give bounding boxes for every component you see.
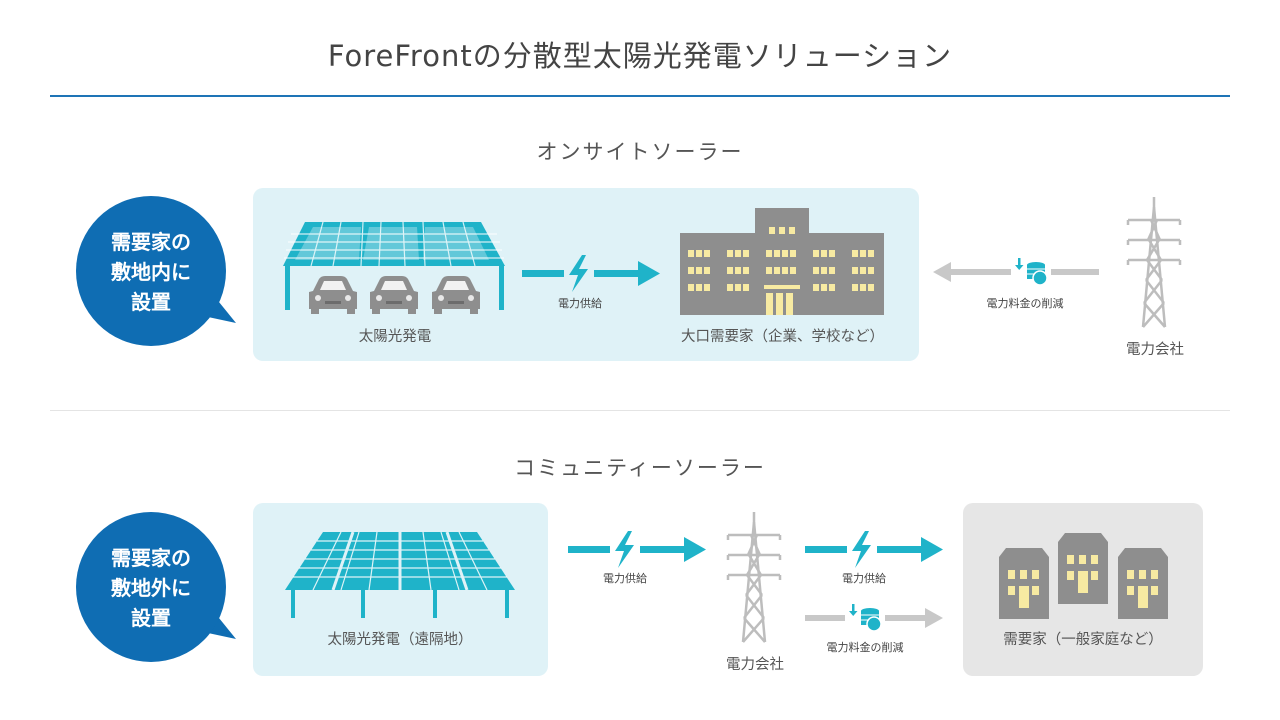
reduction-arrow bbox=[933, 257, 1099, 287]
car-icon bbox=[432, 276, 480, 314]
onsite-reduction-label: 電力料金の削減 bbox=[986, 297, 1064, 310]
bubble-line: 需要家の bbox=[111, 546, 191, 570]
solar-carport-icon bbox=[283, 221, 505, 310]
power-tower-icon bbox=[726, 512, 782, 643]
speech-bubble-icon bbox=[76, 512, 236, 662]
coin-stack-icon bbox=[849, 604, 882, 632]
supply-arrow bbox=[522, 252, 660, 295]
house-icon bbox=[1118, 548, 1168, 619]
house-icon bbox=[999, 548, 1049, 619]
car-icon bbox=[309, 276, 357, 314]
bubble-line: 設置 bbox=[131, 606, 171, 630]
onsite-utility-label: 電力会社 bbox=[1126, 342, 1184, 358]
solar-array-icon bbox=[285, 531, 515, 618]
lightning-icon bbox=[569, 255, 588, 292]
community-solar-label: 太陽光発電（遠隔地） bbox=[327, 632, 473, 648]
bubble-line: 設置 bbox=[131, 290, 171, 314]
lightning-icon bbox=[615, 531, 634, 568]
onsite-section-title: オンサイトソーラー bbox=[536, 140, 744, 164]
supply-arrow bbox=[568, 528, 706, 571]
school-building-icon bbox=[680, 208, 884, 315]
section-divider bbox=[50, 410, 1230, 411]
bubble-line: 需要家の bbox=[111, 230, 191, 254]
community-consumer-label: 需要家（一般家庭など） bbox=[1003, 632, 1163, 648]
title-divider bbox=[50, 95, 1230, 97]
onsite-supply-label: 電力供給 bbox=[558, 297, 602, 310]
onsite-solar-label: 太陽光発電 bbox=[358, 329, 432, 345]
community-reduction-label: 電力料金の削減 bbox=[826, 641, 904, 654]
bubble-line: 敷地内に bbox=[111, 260, 191, 284]
community-section-title: コミュニティーソーラー bbox=[514, 456, 766, 480]
coin-stack-icon bbox=[1015, 258, 1048, 286]
community-bubble-text: 需要家の 敷地外に 設置 bbox=[76, 543, 226, 633]
power-tower-icon bbox=[1126, 197, 1182, 328]
house-icon bbox=[1058, 533, 1108, 604]
community-utility-label: 電力会社 bbox=[726, 657, 784, 673]
community-supply-label-1: 電力供給 bbox=[603, 572, 647, 585]
reduction-arrow bbox=[805, 603, 943, 633]
bubble-line: 敷地外に bbox=[111, 576, 191, 600]
page-title: ForeFrontの分散型太陽光発電ソリューション bbox=[327, 39, 953, 73]
supply-arrow bbox=[805, 528, 943, 571]
speech-bubble-icon bbox=[76, 196, 236, 346]
onsite-consumer-label: 大口需要家（企業、学校など） bbox=[681, 329, 884, 345]
lightning-icon bbox=[852, 531, 871, 568]
community-supply-label-2: 電力供給 bbox=[842, 572, 886, 585]
car-icon bbox=[370, 276, 418, 314]
onsite-bubble-text: 需要家の 敷地内に 設置 bbox=[76, 227, 226, 317]
